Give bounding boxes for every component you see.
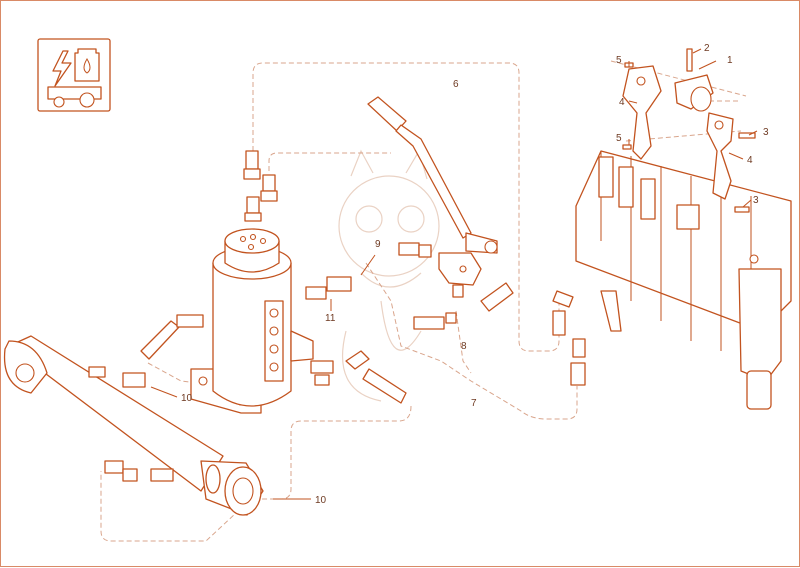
engine-unit-icon [47, 86, 102, 108]
hose-fittings [104, 242, 586, 482]
callout-5-upper: 5 [616, 55, 622, 66]
rotary-joint [190, 228, 314, 414]
rotary-top-fittings [243, 150, 278, 222]
callout-10-lower: 10 [315, 495, 327, 506]
hydraulic-fluid-icon [74, 48, 100, 82]
callout-4-right: 4 [747, 155, 753, 166]
category-badge [37, 38, 111, 112]
callout-labels: 1 2 3 3 4 4 5 5 6 7 8 9 10 10 11 [181, 43, 769, 506]
callout-11: 11 [325, 313, 336, 324]
callout-2: 2 [704, 43, 710, 54]
callout-leaders [150, 48, 758, 500]
control-lever [367, 96, 498, 298]
callout-5-lower: 5 [616, 133, 622, 144]
callout-8: 8 [461, 341, 467, 352]
callout-3-lower: 3 [753, 195, 759, 206]
callout-7: 7 [471, 398, 477, 409]
callout-10-upper: 10 [181, 393, 193, 404]
mounting-brackets [622, 48, 756, 213]
hydraulic-cylinder [3, 335, 264, 516]
callout-1: 1 [727, 55, 733, 66]
callout-6: 6 [453, 79, 459, 90]
lightning-bolt-icon [52, 50, 72, 87]
callout-3-upper: 3 [763, 127, 769, 138]
callout-4-left: 4 [619, 97, 625, 108]
control-valve-block [575, 150, 792, 410]
callout-9: 9 [375, 239, 381, 250]
